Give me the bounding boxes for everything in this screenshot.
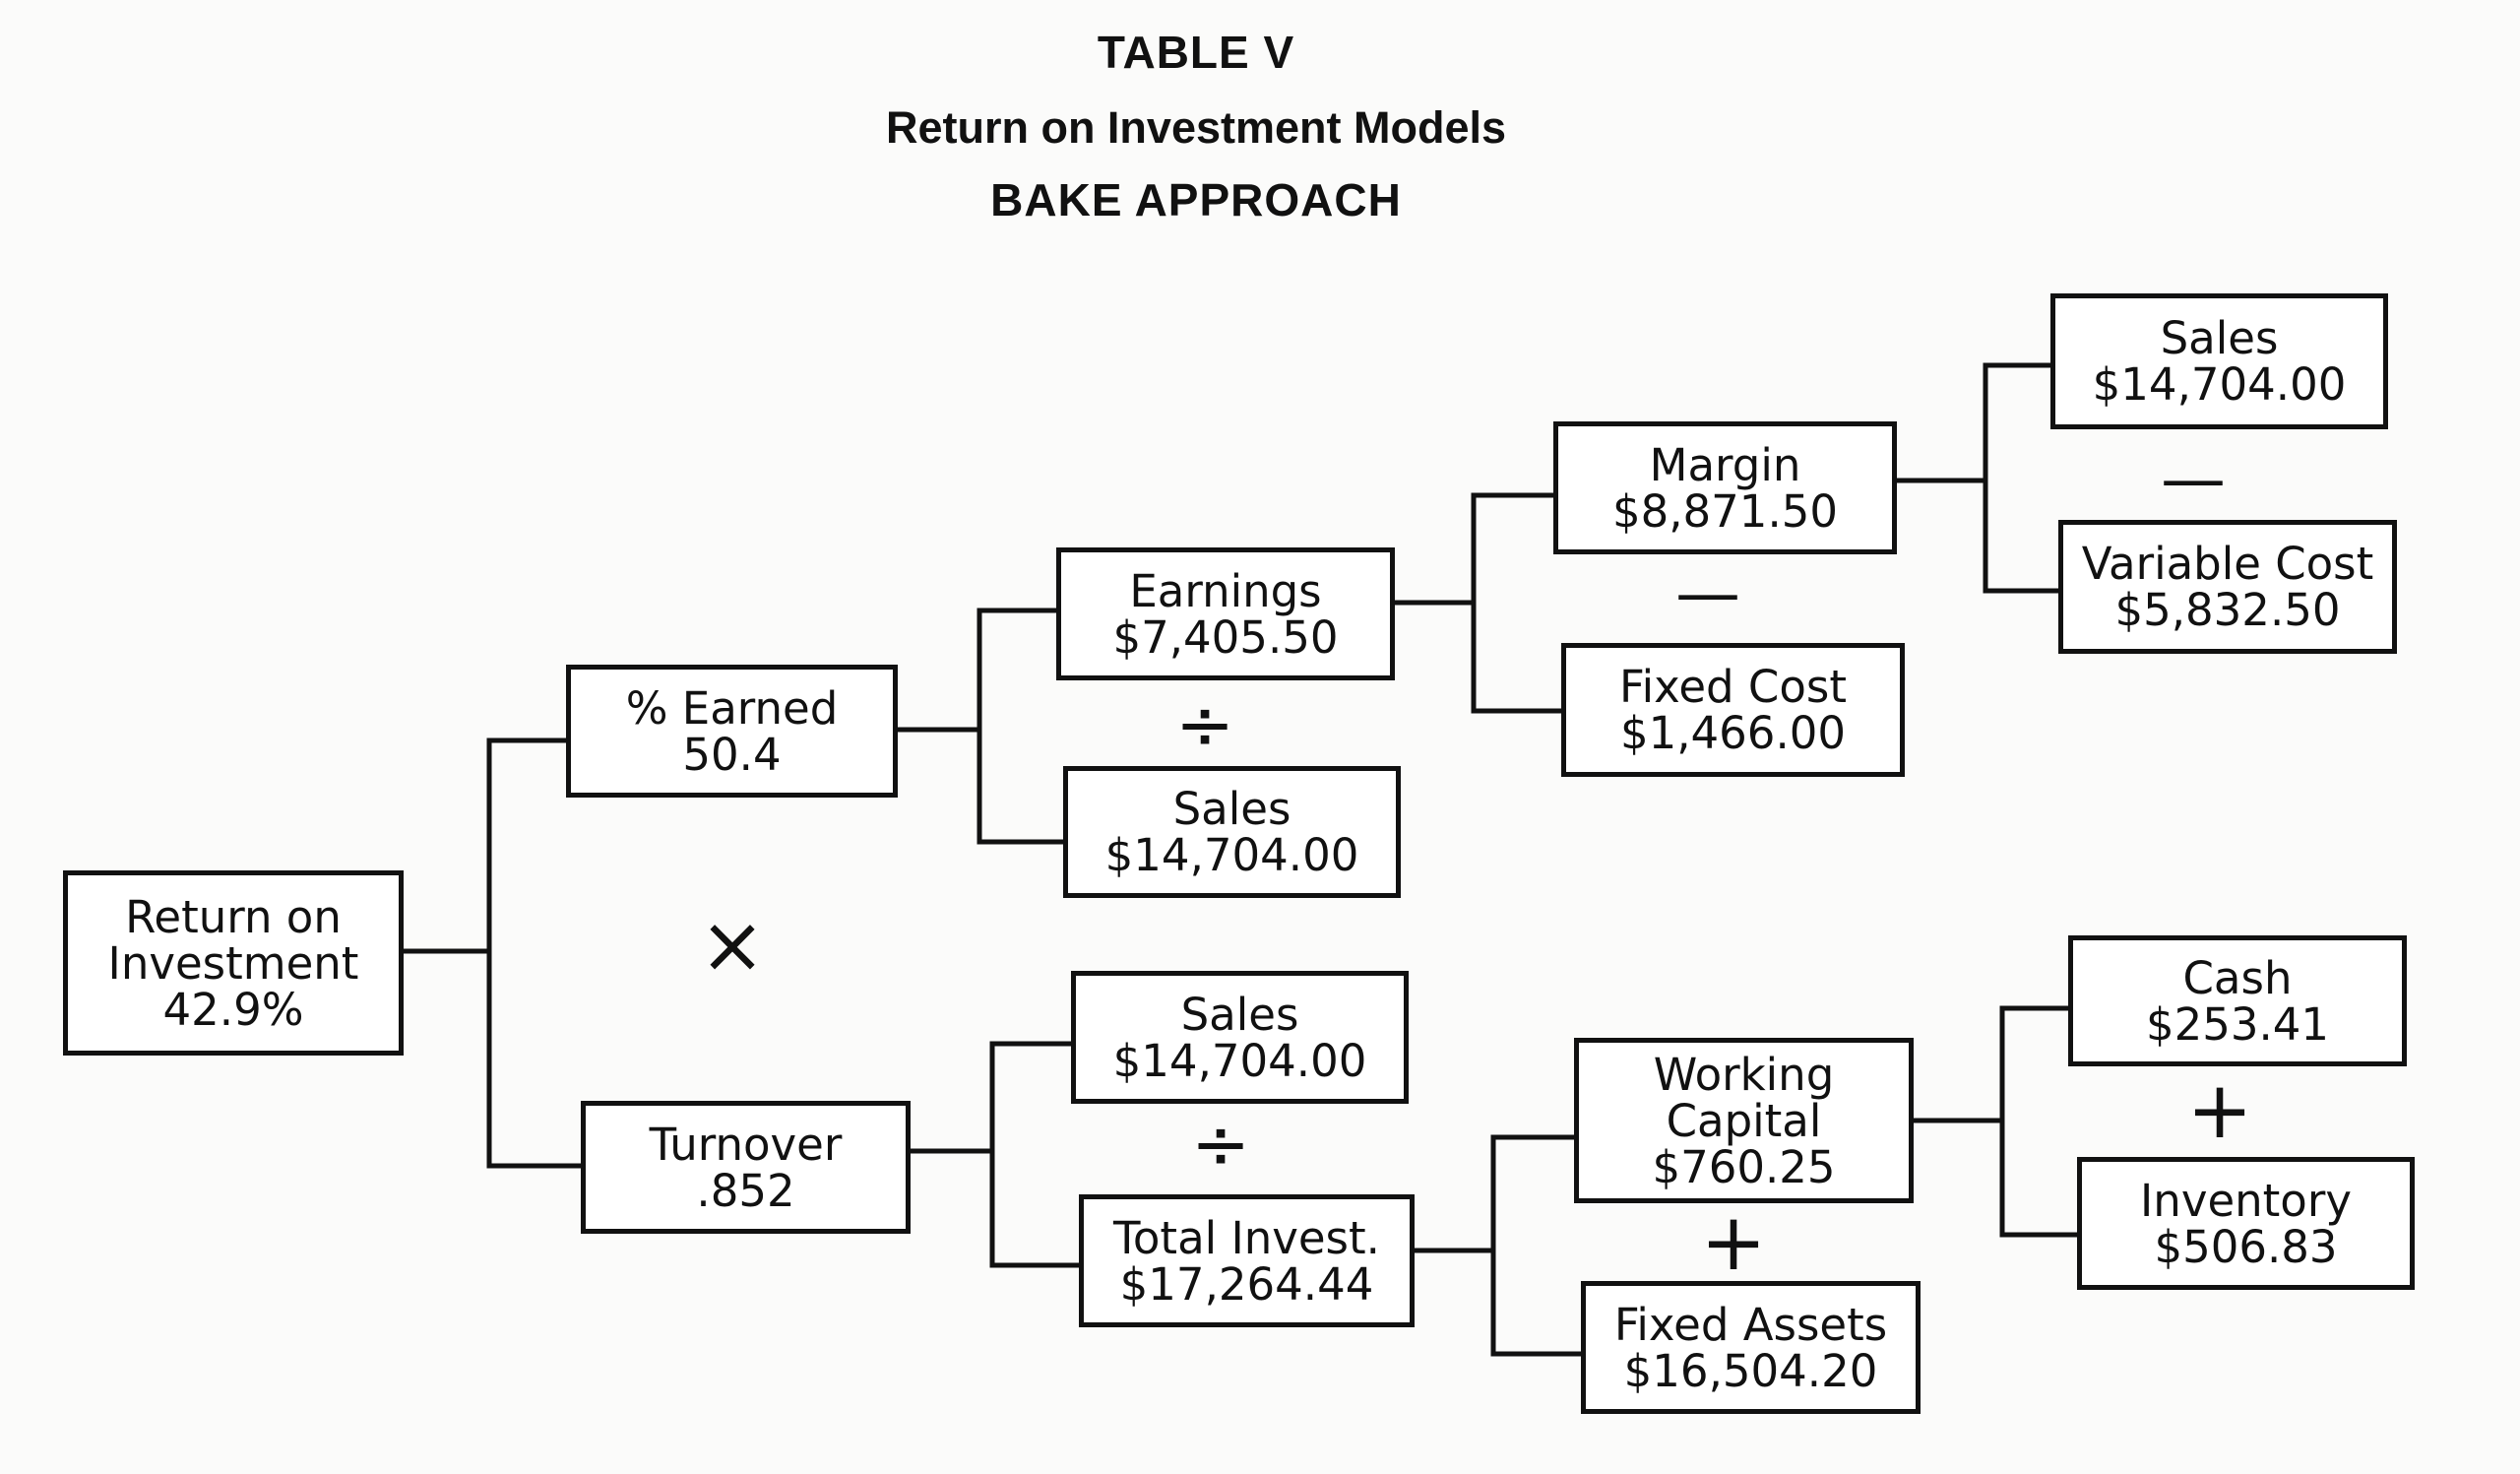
node-fixed-assets: Fixed Assets $16,504.20 [1581, 1281, 1921, 1414]
node-turnover: Turnover .852 [581, 1101, 911, 1234]
node-label: Turnover [649, 1118, 843, 1171]
node-total-invest: Total Invest. $17,264.44 [1079, 1194, 1415, 1327]
node-value: $5,832.50 [2114, 584, 2341, 636]
multiply-operator: × [699, 899, 766, 991]
node-value: $253.41 [2145, 997, 2330, 1051]
node-value: $14,704.00 [1104, 829, 1359, 881]
node-cash: Cash $253.41 [2068, 935, 2407, 1066]
node-margin: Margin $8,871.50 [1553, 421, 1897, 554]
node-value: 50.4 [682, 728, 782, 781]
table-label: TABLE V [1097, 27, 1295, 78]
node-value: $8,871.50 [1611, 484, 1839, 538]
node-earnings: Earnings $7,405.50 [1056, 547, 1395, 680]
node-label: Sales [1180, 988, 1299, 1041]
node-value: $7,405.50 [1112, 610, 1339, 664]
node-value: $506.83 [2154, 1220, 2338, 1273]
node-inventory: Inventory $506.83 [2077, 1157, 2415, 1290]
node-label: Sales [2160, 312, 2279, 364]
node-label: Sales [1172, 783, 1292, 835]
node-value: $16,504.20 [1623, 1344, 1878, 1397]
node-label: Return on [125, 890, 342, 943]
plus-operator: + [1700, 1196, 1767, 1288]
node-label: Investment [107, 936, 359, 990]
diagram-subtitle: BAKE APPROACH [990, 174, 1402, 225]
node-variable-cost: Variable Cost $5,832.50 [2058, 520, 2397, 654]
node-value: $14,704.00 [2092, 358, 2347, 411]
node-percent-earned: % Earned 50.4 [566, 665, 898, 798]
node-label: Fixed Cost [1619, 661, 1847, 713]
node-working-capital: Working Capital $760.25 [1574, 1038, 1914, 1203]
node-label: Cash [2182, 951, 2293, 1004]
node-value: .852 [696, 1164, 795, 1217]
node-value: $17,264.44 [1119, 1257, 1374, 1311]
divide-operator: ÷ [1190, 1103, 1251, 1186]
divide-operator: ÷ [1174, 683, 1235, 766]
node-label: Fixed Assets [1613, 1298, 1888, 1351]
node-sales: Sales $14,704.00 [2050, 293, 2388, 429]
node-label: Working [1653, 1048, 1835, 1101]
node-label: Margin [1649, 438, 1801, 491]
minus-operator: — [2161, 441, 2226, 517]
node-value: $760.25 [1652, 1140, 1836, 1193]
node-label: Total Invest. [1113, 1211, 1380, 1264]
diagram-title: Return on Investment Models [885, 102, 1507, 153]
node-label: Earnings [1129, 564, 1322, 617]
node-value: 42.9% [162, 983, 304, 1036]
minus-operator: — [1675, 555, 1740, 631]
plus-operator: + [2186, 1064, 2253, 1156]
node-sales: Sales $14,704.00 [1071, 971, 1409, 1104]
node-fixed-cost: Fixed Cost $1,466.00 [1561, 643, 1905, 777]
node-label: % Earned [625, 681, 839, 735]
node-sales: Sales $14,704.00 [1063, 766, 1401, 898]
node-value: $14,704.00 [1112, 1034, 1367, 1087]
node-label: Variable Cost [2081, 538, 2374, 590]
node-label: Capital [1666, 1094, 1822, 1147]
node-value: $1,466.00 [1619, 707, 1847, 759]
node-return-on-investment: Return on Investment 42.9% [63, 870, 404, 1056]
node-label: Inventory [2140, 1174, 2352, 1227]
